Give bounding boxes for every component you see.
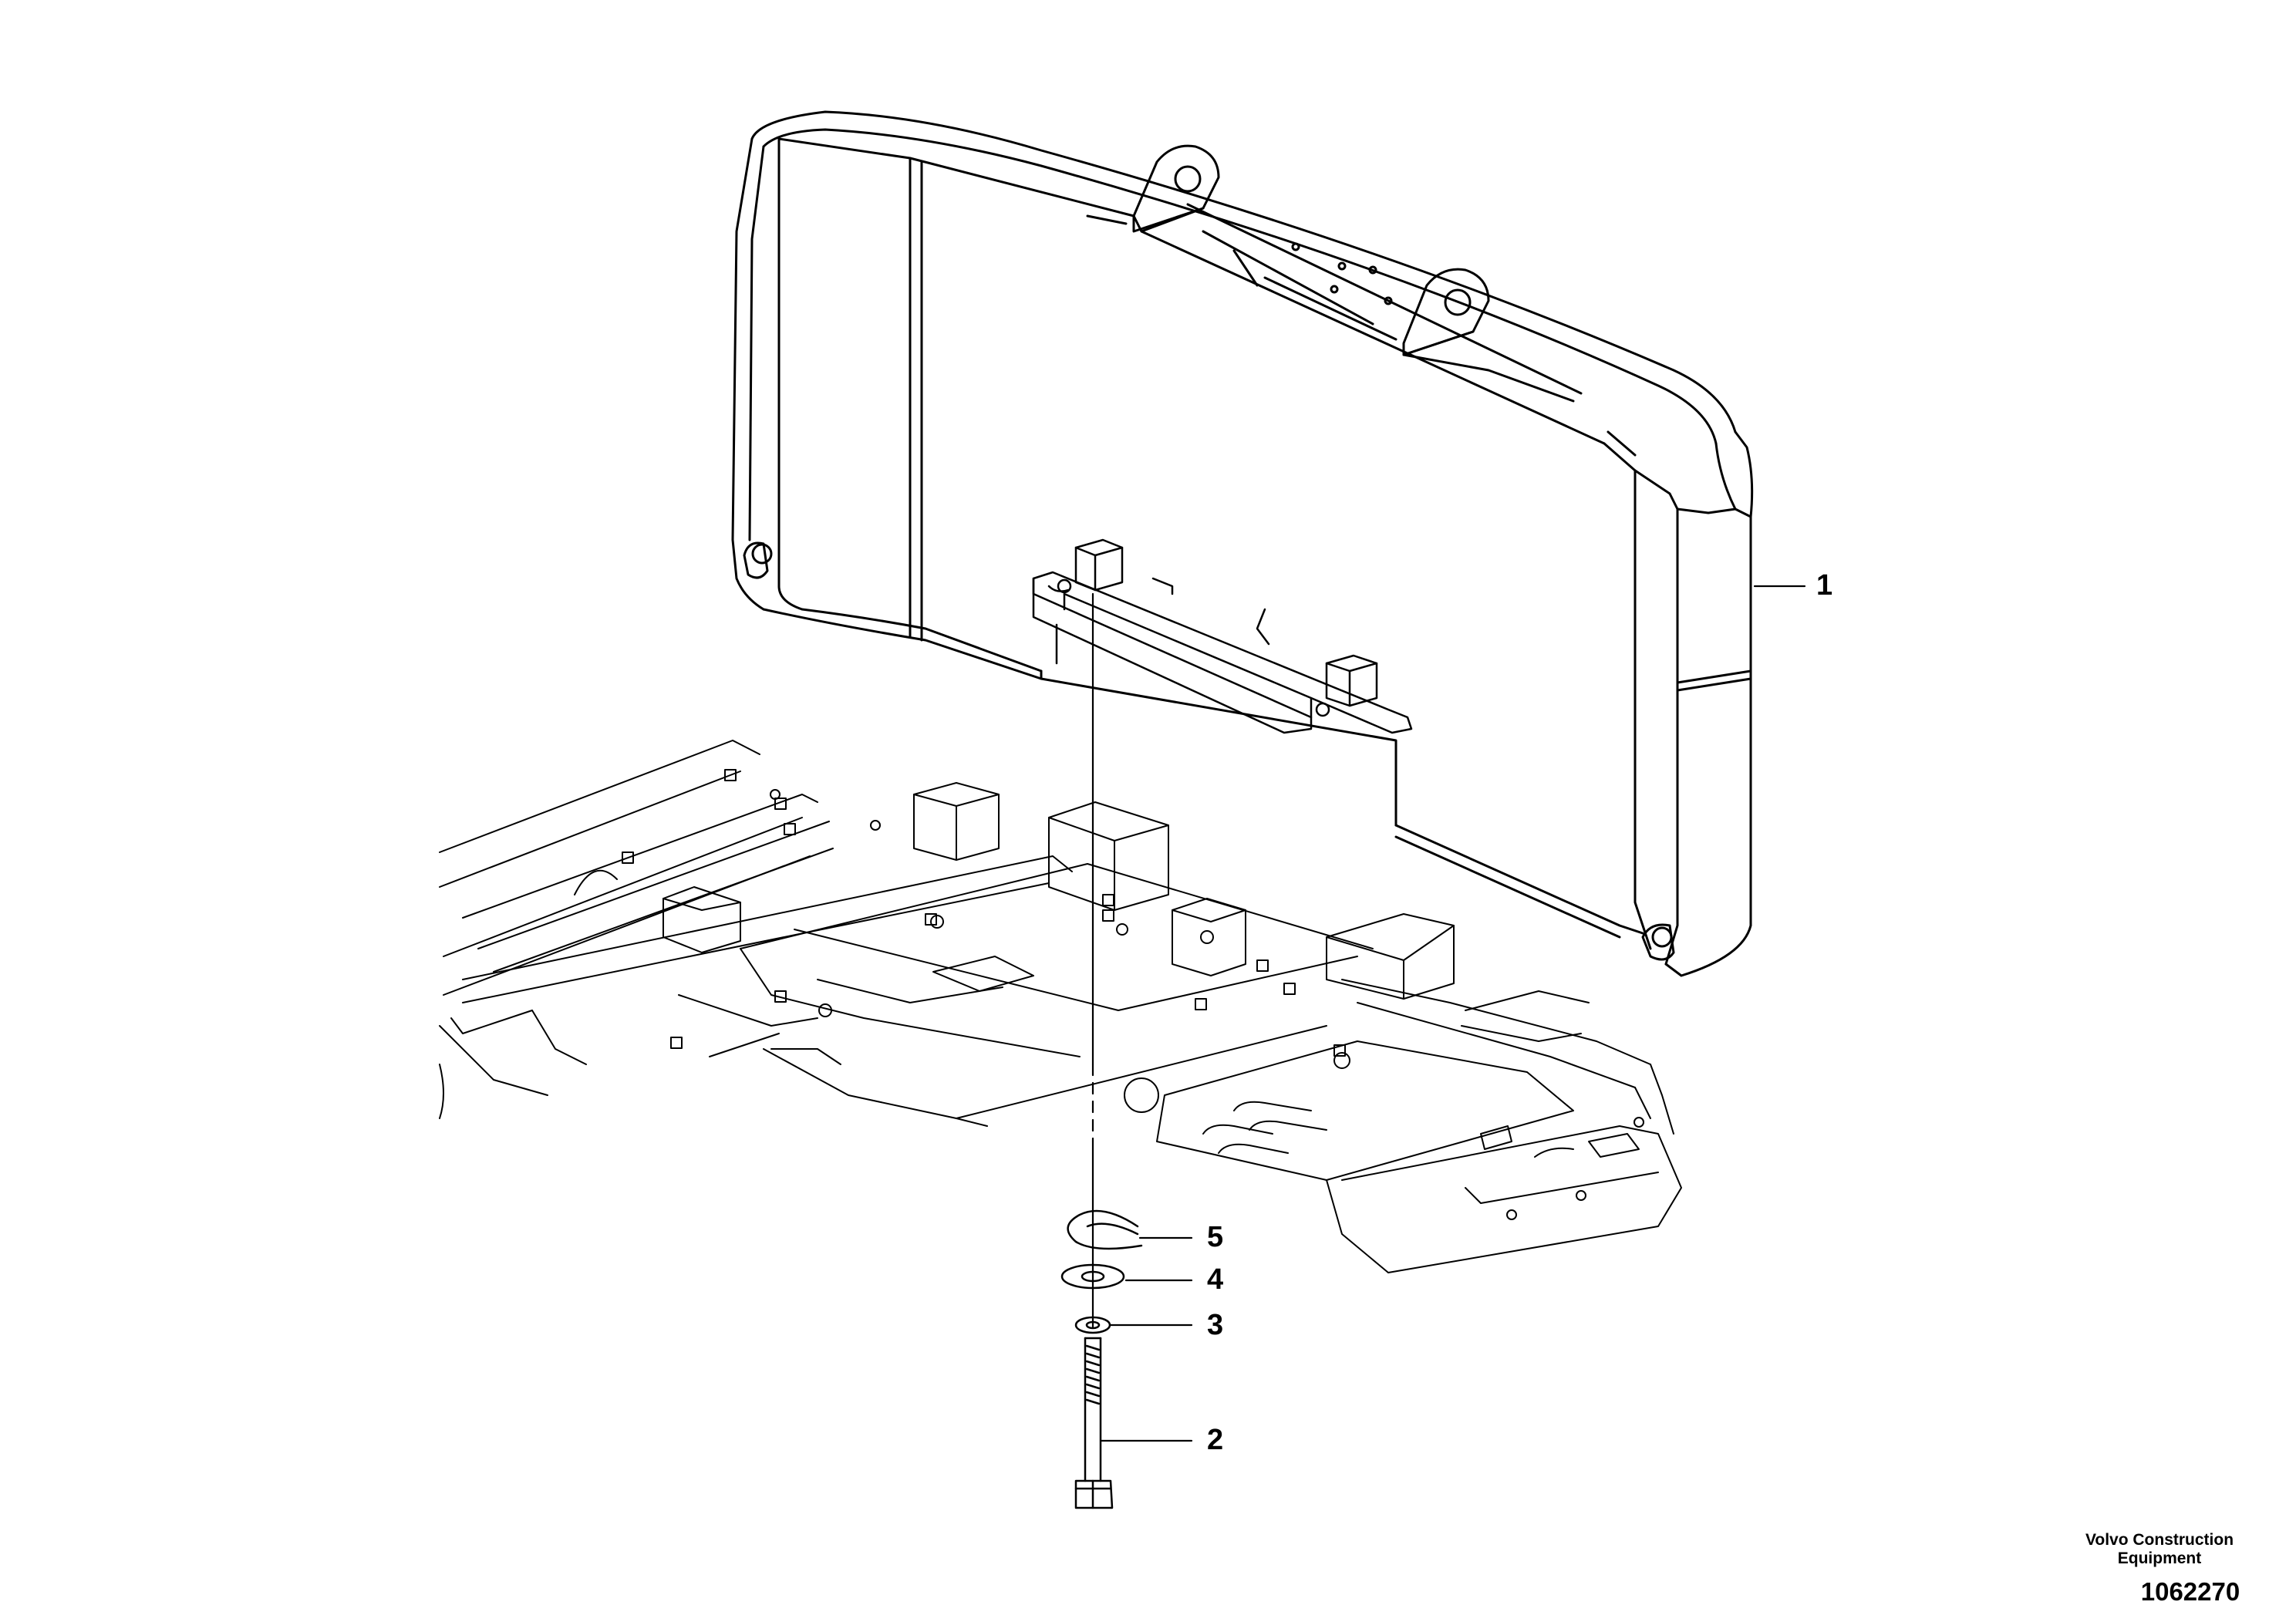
brand-line-2: Equipment (2117, 1549, 2202, 1568)
upper-frame-chassis (439, 740, 1682, 1273)
counterweight-mounting-bracket (1032, 538, 1413, 734)
counterweight (731, 110, 1754, 977)
drawing-number: 1062270 (2140, 1577, 2240, 1606)
washer-large (1060, 1263, 1125, 1290)
callout-1: 1 (1816, 569, 1833, 602)
spacer-clip (1067, 1209, 1143, 1250)
callout-2: 2 (1207, 1424, 1224, 1456)
leader-lines (1099, 585, 1806, 1442)
callout-4: 4 (1207, 1263, 1224, 1296)
callout-5: 5 (1207, 1221, 1224, 1253)
brand-name: Volvo Construction Equipment (2082, 1531, 2237, 1568)
brand-line-1: Volvo Construction (2085, 1531, 2234, 1549)
callout-3: 3 (1207, 1309, 1224, 1341)
bolt (1074, 1337, 1114, 1509)
